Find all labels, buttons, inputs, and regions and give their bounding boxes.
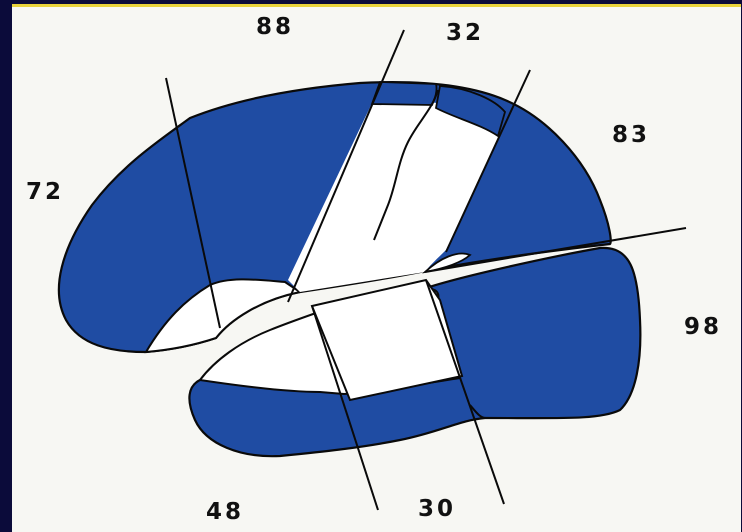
region-32-cap-left: [372, 82, 437, 105]
label-98: 98: [684, 314, 722, 340]
label-88: 88: [256, 14, 294, 40]
label-32: 32: [446, 20, 484, 46]
label-30: 30: [418, 496, 456, 522]
label-83: 83: [612, 122, 650, 148]
label-48: 48: [206, 499, 244, 525]
label-72: 72: [26, 179, 64, 205]
